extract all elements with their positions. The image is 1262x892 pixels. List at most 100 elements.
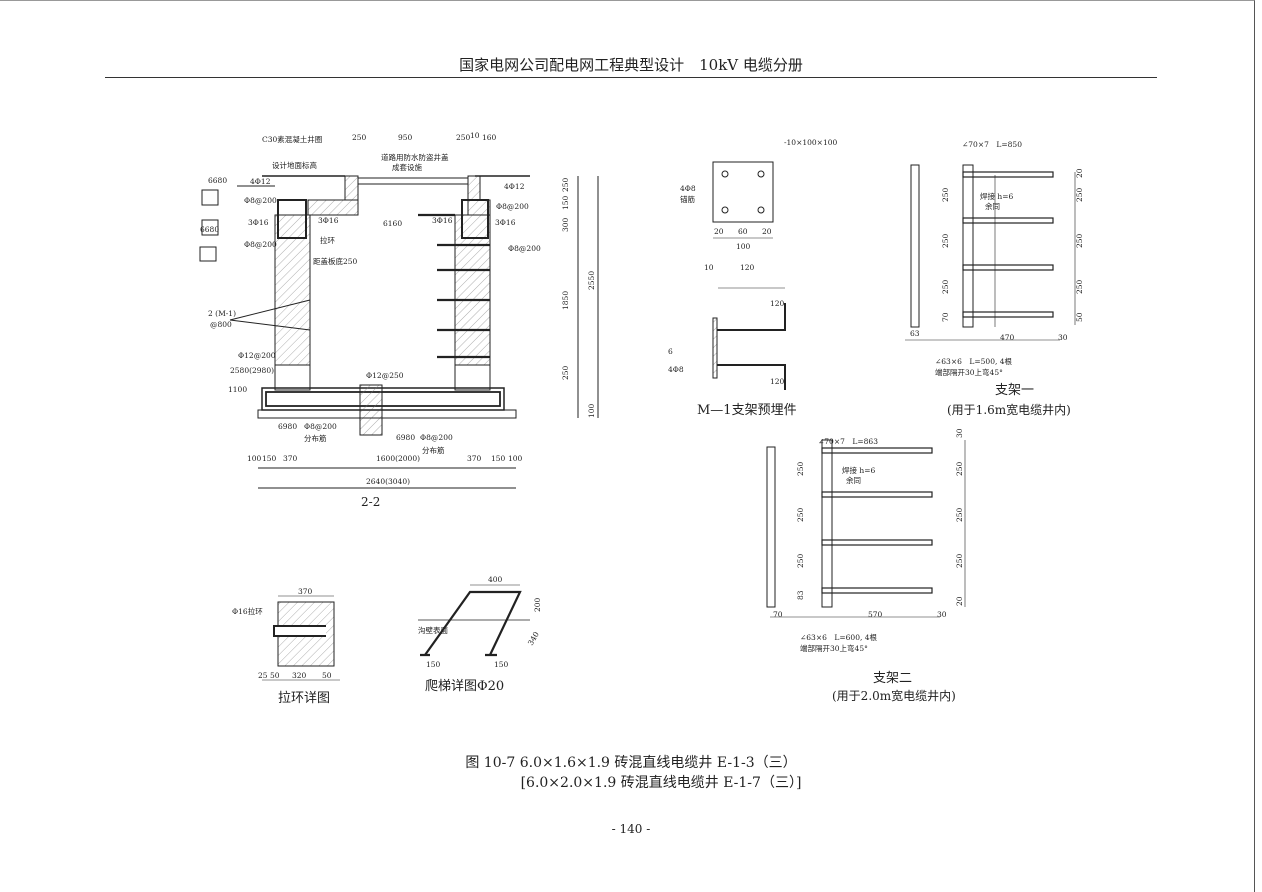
label-bar: Φ16拉环 [232, 606, 263, 616]
label-stirrup: Φ8@200 [244, 196, 277, 205]
label-arm-2: 端部隔开30上弯45° [935, 367, 1003, 377]
label-dist-bar: 分布筋 [304, 433, 327, 443]
label-angle: ∠70×7 L=850 [962, 140, 1022, 149]
dim: 60 [738, 227, 748, 236]
m1-drawing [712, 161, 786, 390]
dim: 120 [770, 377, 785, 386]
dim: 400 [488, 575, 503, 584]
dim: 10 [470, 131, 480, 140]
page-header: 国家电网公司配电网工程典型设计 10kV 电缆分册 [459, 56, 803, 74]
dim: 6680 [200, 225, 219, 234]
label-rebar: 3Φ16 [432, 216, 453, 225]
dim: 6160 [383, 219, 402, 228]
ladder-title: 爬梯详图Φ20 [425, 679, 504, 694]
label-rebar: 4Φ12 [504, 182, 525, 191]
figure-caption: 图 10-7 6.0×1.6×1.9 砖混直线电缆井 E-1-3（三） [465, 755, 797, 771]
dim: 30 [1058, 333, 1068, 342]
label-arm: ∠63×6 L=500, 4根 [935, 356, 1013, 366]
dim: 150 [491, 454, 506, 463]
dim: 30 [937, 610, 947, 619]
bracket1-labels: ∠70×7 L=850 焊接 h=6 余同 250 250 250 70 250… [910, 140, 1084, 417]
dim: 250 [561, 365, 570, 380]
label-weld: 焊接 h=6 [842, 465, 875, 475]
dim: 20 [955, 596, 964, 606]
label-plate: -10×100×100 [784, 138, 838, 147]
dim: 6 [668, 347, 673, 356]
ladder-drawing [418, 584, 530, 657]
label-arm-2: 端部隔开30上弯45° [800, 643, 868, 653]
label-rebar: 4Φ12 [250, 177, 271, 186]
dim: 570 [868, 610, 883, 619]
pull-ring-title: 拉环详图 [278, 691, 330, 706]
dim: 20 [762, 227, 772, 236]
bracket2-title: 支架二 [873, 671, 912, 686]
dim: 320 [292, 671, 307, 680]
label-m1-spacing: @800 [210, 320, 232, 329]
dim: 2640(3040) [366, 477, 410, 486]
dim: 6680 [208, 176, 227, 185]
bracket2-labels: ∠70×7 L=863 焊接 h=6 余同 250 250 250 83 250… [773, 428, 964, 703]
label-dist-bar: 分布筋 [422, 445, 445, 455]
dim: 6980 [278, 422, 297, 431]
label-stirrup: Φ8@200 [496, 202, 529, 211]
dim: 250 [796, 553, 805, 568]
dim: 250 [955, 461, 964, 476]
dim: 10 [704, 263, 714, 272]
dim: 20 [1075, 168, 1084, 178]
label-m1: 2 (M-1) [208, 309, 236, 318]
dim: 370 [283, 454, 298, 463]
label-ground: 设计地面标高 [272, 160, 317, 170]
dim: 50 [1075, 312, 1084, 322]
dim: 150 [561, 195, 570, 210]
dim: 120 [740, 263, 755, 272]
label-pull-ring: 拉环 [320, 235, 335, 245]
dim: 470 [1000, 333, 1015, 342]
dim: 250 [941, 187, 950, 202]
m1-title: M—1支架预埋件 [697, 403, 797, 418]
dim: 30 [955, 428, 964, 438]
dim: 1100 [228, 385, 247, 394]
dim: 63 [910, 329, 920, 338]
header-rule [105, 77, 1157, 78]
label-surface: 沟壁表面 [418, 625, 448, 635]
dim: 2580(2980) [230, 366, 274, 375]
dim: 150 [262, 454, 277, 463]
dim: 83 [796, 590, 805, 600]
dim: 50 [322, 671, 332, 680]
label-anchor-text: 锚筋 [680, 194, 695, 204]
dim: 200 [533, 597, 542, 612]
dim: 20 [714, 227, 724, 236]
label-stirrup: Φ8@200 [420, 433, 453, 442]
label-rebar: Φ12@250 [366, 371, 404, 380]
dim: 370 [298, 587, 313, 596]
dim: 950 [398, 133, 413, 142]
figure-caption-alt: [6.0×2.0×1.9 砖混直线电缆井 E-1-7（三）] [520, 775, 802, 791]
dim: 1600(2000) [376, 454, 420, 463]
label-angle: ∠70×7 L=863 [818, 437, 878, 446]
dim: 250 [955, 507, 964, 522]
label-stirrup: Φ8@200 [304, 422, 337, 431]
label-cover: 道路用防水防盗井盖 [381, 152, 449, 162]
label-arm: ∠63×6 L=600, 4根 [800, 632, 878, 642]
label-stirrup: Φ8@200 [244, 240, 277, 249]
pull-ring-labels: 370 Φ16拉环 25 50 320 50 拉环详图 [232, 587, 332, 706]
bracket2-drawing [766, 439, 966, 618]
dim: 160 [482, 133, 497, 142]
dim: 370 [467, 454, 482, 463]
label-ring: C30素混凝土井圈 [262, 134, 322, 144]
label-stirrup: Φ8@200 [508, 244, 541, 253]
dim: 250 [1075, 279, 1084, 294]
dim: 250 [1075, 187, 1084, 202]
dim: 250 [352, 133, 367, 142]
bracket1-subtitle: (用于1.6m宽电缆井内) [947, 402, 1071, 417]
dim: 6980 [396, 433, 415, 442]
label-rebar: Φ12@200 [238, 351, 276, 360]
section-title: 2-2 [361, 495, 380, 509]
dim: 300 [561, 217, 570, 232]
dim: 340 [526, 630, 541, 647]
dim: 50 [270, 671, 280, 680]
pull-ring-drawing [262, 595, 340, 681]
bracket1-drawing [905, 164, 1076, 341]
